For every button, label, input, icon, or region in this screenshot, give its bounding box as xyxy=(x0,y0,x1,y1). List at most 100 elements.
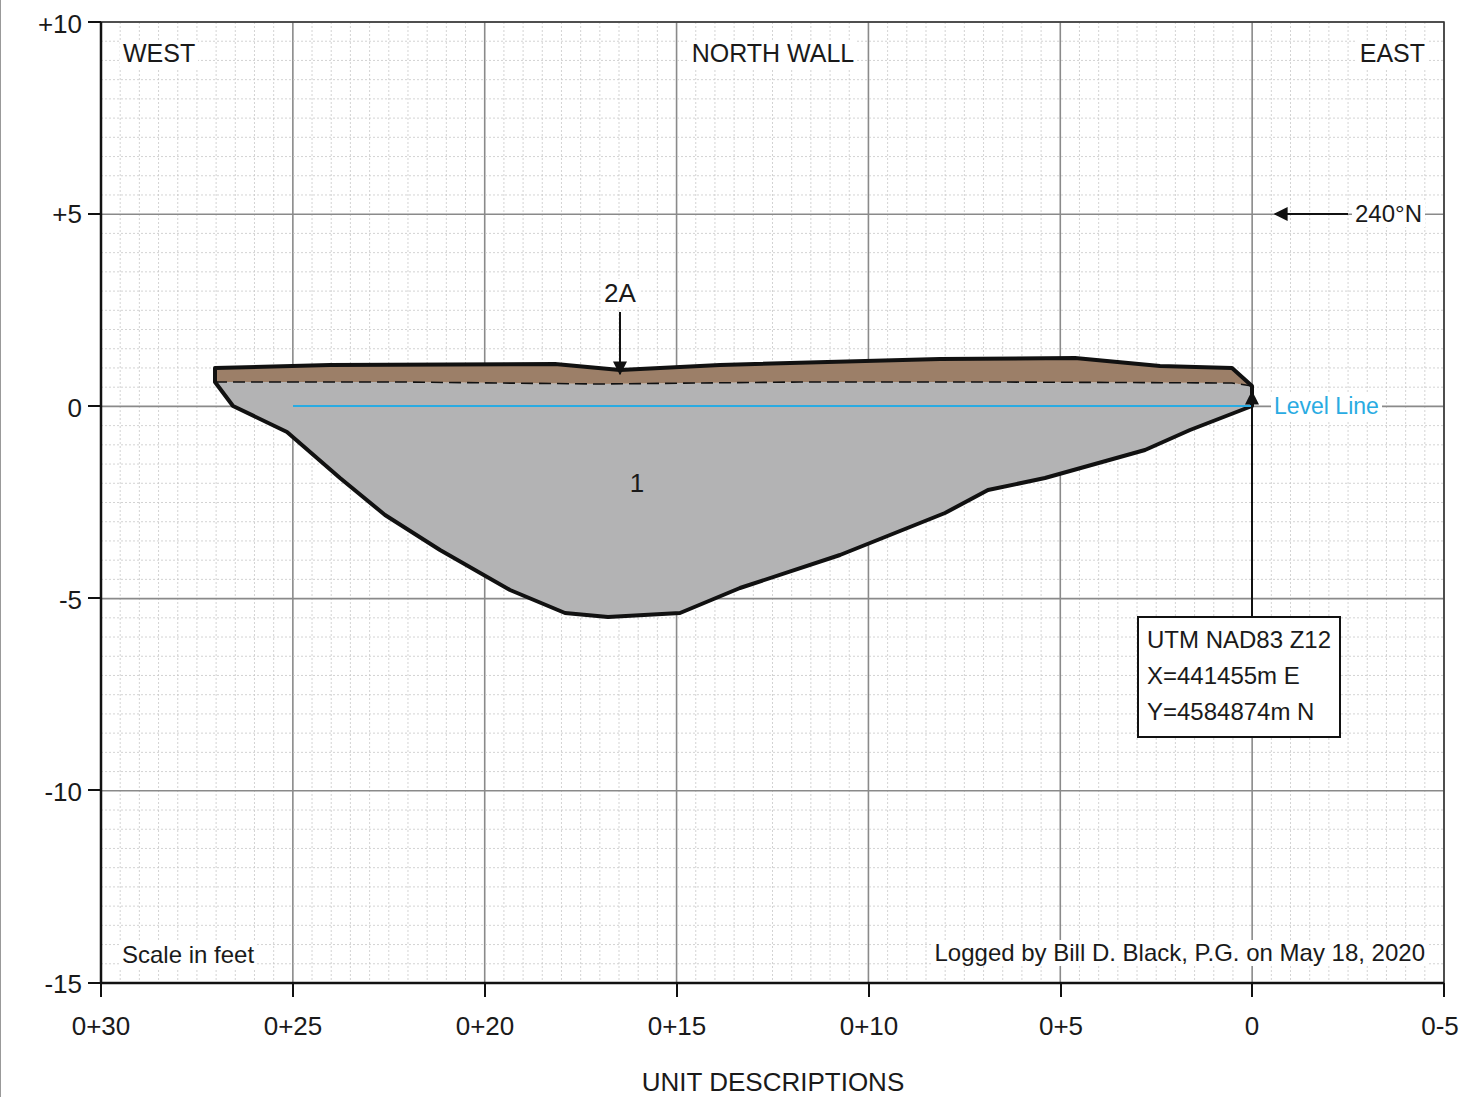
grid-line xyxy=(101,79,1444,80)
grid-line xyxy=(101,233,1444,234)
wall-end-label: EAST xyxy=(1357,40,1428,68)
grid-line xyxy=(101,348,1444,349)
tick-mark xyxy=(484,983,486,997)
axis-ticks xyxy=(88,22,1444,997)
level-line-label: Level Line xyxy=(1271,394,1382,419)
y-axis xyxy=(100,22,103,983)
grid-line xyxy=(101,329,1444,330)
tick-mark xyxy=(1443,983,1445,997)
grid-line xyxy=(101,771,1444,772)
unit-2a xyxy=(215,358,1252,386)
grid-line xyxy=(101,271,1444,272)
grid-line xyxy=(101,406,1444,408)
tick-mark xyxy=(100,983,102,997)
coordinate-text: Y=4584874m N xyxy=(1147,694,1331,730)
grid-line xyxy=(216,22,217,983)
bearing-label: 240°N xyxy=(1352,201,1425,227)
grid-line xyxy=(101,829,1444,830)
grid-line xyxy=(1175,22,1176,983)
logged-by-note: Logged by Bill D. Black, P.G. on May 18,… xyxy=(931,940,1428,966)
axis-tick-label: 0+25 xyxy=(264,1012,323,1041)
grid-line xyxy=(100,22,102,983)
axis-tick-label: +10 xyxy=(38,10,82,39)
axis-title: UNIT DESCRIPTIONS xyxy=(642,1068,904,1097)
grid-line xyxy=(101,598,1444,600)
grid-line xyxy=(101,310,1444,311)
axis-tick-label: 0+5 xyxy=(1039,1012,1083,1041)
unit-label: 1 xyxy=(630,469,644,498)
coordinate-box: UTM NAD83 Z12X=441455m EY=4584874m N xyxy=(1137,616,1341,738)
axis-tick-label: 0+20 xyxy=(456,1012,515,1041)
axis-tick-label: -10 xyxy=(44,778,82,807)
wall-title: NORTH WALL xyxy=(689,40,858,68)
direction-arrow xyxy=(1275,213,1348,215)
tick-mark xyxy=(88,405,101,407)
scale-note: Scale in feet xyxy=(119,942,257,968)
grid-line xyxy=(1079,22,1080,983)
grid-line xyxy=(101,752,1444,753)
grid-line xyxy=(1348,22,1349,983)
axis-tick-label: 0 xyxy=(1245,1012,1259,1041)
contact-line xyxy=(215,382,1252,386)
grid xyxy=(101,22,1444,983)
tick-mark xyxy=(292,983,294,997)
grid-line xyxy=(101,982,1444,984)
grid-line xyxy=(1156,22,1157,983)
plot-frame xyxy=(101,22,1444,983)
tick-mark xyxy=(88,789,101,791)
grid-line xyxy=(1251,22,1253,983)
x-axis xyxy=(101,982,1444,985)
grid-line xyxy=(101,213,1444,215)
axis-tick-label: 0+10 xyxy=(840,1012,899,1041)
grid-line xyxy=(101,790,1444,792)
axis-tick-label: 0+30 xyxy=(72,1012,131,1041)
axis-tick-label: +5 xyxy=(52,200,82,229)
coordinate-text: UTM NAD83 Z12 xyxy=(1147,622,1331,658)
grid-line xyxy=(101,252,1444,253)
grid-line xyxy=(139,22,140,983)
tick-mark xyxy=(88,597,101,599)
grid-line xyxy=(101,810,1444,811)
tick-mark xyxy=(868,983,870,997)
level-line xyxy=(293,405,1252,407)
grid-line xyxy=(101,867,1444,868)
tick-mark xyxy=(88,213,101,215)
grid-line xyxy=(101,175,1444,176)
grid-line xyxy=(101,886,1444,887)
grid-line xyxy=(1059,22,1061,983)
tick-mark xyxy=(1251,983,1253,997)
grid-line xyxy=(101,98,1444,99)
grid-line xyxy=(983,22,984,983)
grid-line xyxy=(101,118,1444,119)
axis-tick-label: -5 xyxy=(59,586,82,615)
unit-label: 2A xyxy=(601,279,639,308)
grid-line xyxy=(101,848,1444,849)
grid-line xyxy=(101,291,1444,292)
tick-mark xyxy=(88,982,101,984)
grid-line xyxy=(101,194,1444,195)
axis-tick-label: 0+15 xyxy=(648,1012,707,1041)
grid-line xyxy=(312,22,313,983)
tick-mark xyxy=(1060,983,1062,997)
wall-end-label: WEST xyxy=(120,40,198,68)
axis-tick-label: 0-5 xyxy=(1421,1012,1459,1041)
tick-mark xyxy=(88,21,101,23)
axis-tick-label: 0 xyxy=(68,394,82,423)
coordinate-text: X=441455m E xyxy=(1147,658,1331,694)
leader-line xyxy=(1251,392,1253,616)
axis-tick-label: -15 xyxy=(44,970,82,999)
page-edge xyxy=(0,0,1,1097)
grid-line xyxy=(101,925,1444,926)
grid-line xyxy=(101,137,1444,138)
unit-1 xyxy=(215,382,1252,617)
grid-line xyxy=(101,906,1444,907)
leader-line xyxy=(619,312,621,374)
unit-outline xyxy=(215,358,1252,617)
tick-mark xyxy=(676,983,678,997)
grid-line xyxy=(101,156,1444,157)
grid-line xyxy=(120,22,121,983)
